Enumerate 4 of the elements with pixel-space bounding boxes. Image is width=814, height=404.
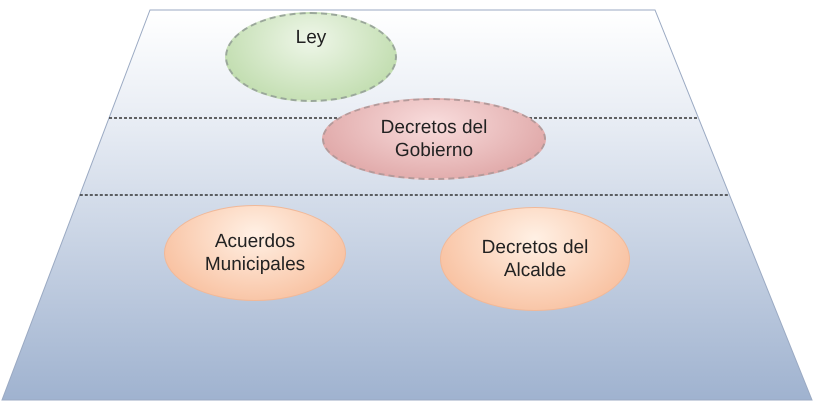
node-label: Acuerdos Municipales [204,230,306,276]
node-label: Ley [296,26,326,49]
node-label: Decretos del Gobierno [380,116,488,162]
node-label: Decretos del Alcalde [480,236,590,282]
